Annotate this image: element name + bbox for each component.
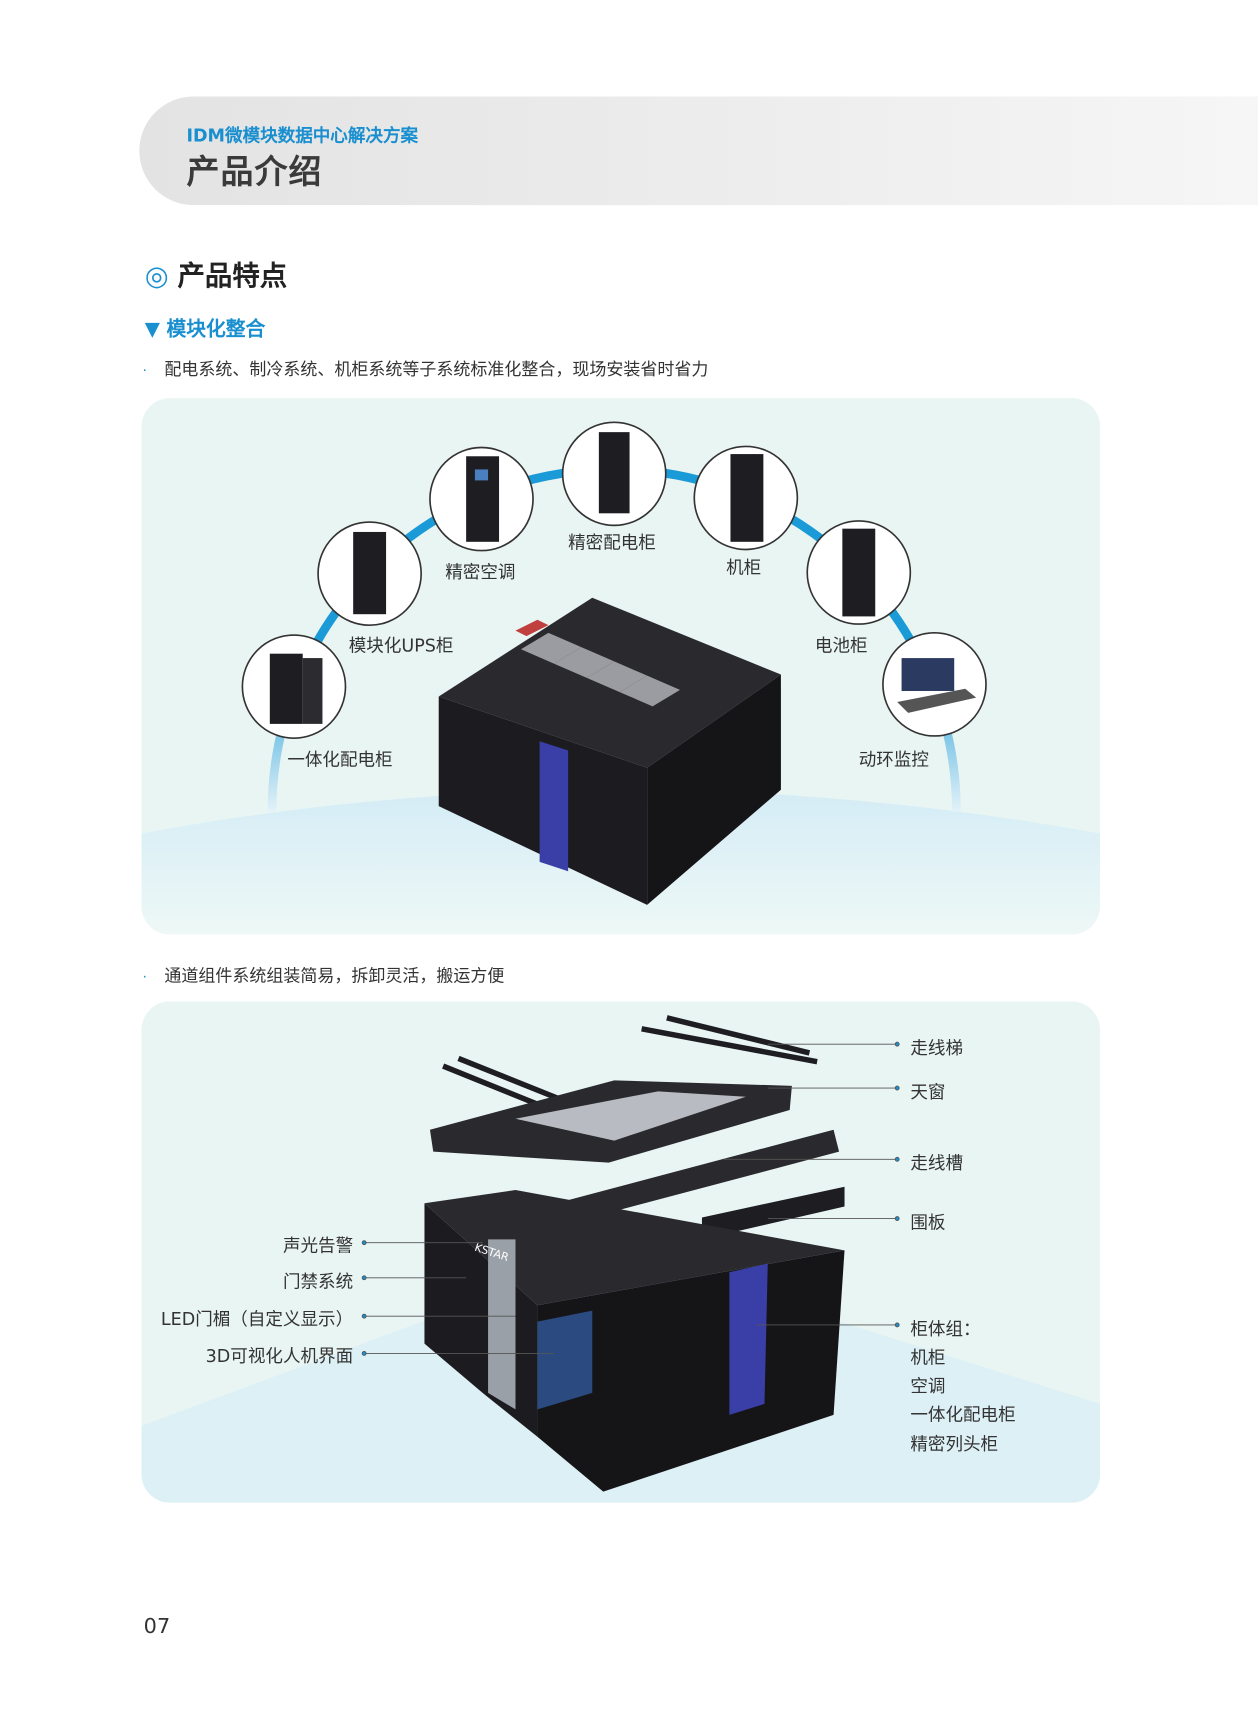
label-cabinet-group: 柜体组： [910, 1318, 981, 1340]
bullet-item: · 配电系统、制冷系统、机柜系统等子系统标准化整合，现场安装省时省力 [143, 356, 709, 380]
subsection-title: 模块化整合 [166, 318, 266, 342]
component-label: 精密配电柜 [568, 533, 656, 553]
exploded-module-illustration: KSTAR [424, 1015, 845, 1492]
diagram-illustration: 一体化配电柜 模块化UPS柜 精密空调 精密配电柜 机柜 电池柜 动环监控 [141, 421, 1101, 935]
section-heading: ◎产品特点 [145, 254, 287, 293]
component-label: 模块化UPS柜 [349, 636, 454, 656]
bullet-dot-icon: · [142, 969, 147, 985]
label-cable-ladder: 走线梯 [910, 1037, 964, 1059]
label-group-item: 精密列头柜 [910, 1433, 999, 1455]
page-number: 07 [143, 1614, 171, 1639]
label-skylight: 天窗 [910, 1081, 946, 1103]
bullet-text: 配电系统、制冷系统、机柜系统等子系统标准化整合，现场安装省时省力 [164, 359, 709, 380]
modular-integration-diagram: 一体化配电柜 模块化UPS柜 精密空调 精密配电柜 机柜 电池柜 动环监控 [141, 398, 1101, 935]
aisle-components-diagram: KSTAR 走线梯 天窗 走线槽 围板 柜体组： 机柜 空调 一体化配电柜 精密… [141, 1001, 1101, 1503]
label-panel: 围板 [910, 1211, 946, 1233]
component-label: 一体化配电柜 [287, 751, 392, 771]
header-subtitle: IDM微模块数据中心解决方案 [186, 125, 419, 146]
label-3d-hmi: 3D可视化人机界面 [205, 1345, 354, 1367]
label-alarm: 声光告警 [282, 1234, 354, 1256]
component-label: 动环监控 [859, 751, 929, 771]
component-label: 机柜 [726, 559, 761, 579]
label-led-lintel: LED门楣（自定义显示） [160, 1308, 354, 1330]
label-access-control: 门禁系统 [282, 1271, 354, 1293]
label-group-item: 机柜 [910, 1346, 946, 1368]
page-title: 产品介绍 [186, 153, 323, 192]
micro-module-illustration [438, 597, 781, 905]
subsection-heading: ▼模块化整合 [145, 314, 265, 343]
triangle-down-icon: ▼ [144, 318, 160, 342]
component-label: 精密空调 [445, 563, 515, 583]
header-band [139, 96, 1258, 206]
label-group-item: 空调 [910, 1375, 946, 1397]
label-cable-trough: 走线槽 [910, 1152, 964, 1174]
bullet-dot-icon: · [142, 363, 147, 379]
double-circle-icon: ◎ [144, 259, 169, 292]
label-group-item: 一体化配电柜 [910, 1403, 1016, 1425]
section-title: 产品特点 [177, 259, 288, 292]
bullet-item: · 通道组件系统组装简易，拆卸灵活，搬运方便 [143, 963, 505, 987]
component-label: 电池柜 [815, 636, 868, 656]
bullet-text: 通道组件系统组装简易，拆卸灵活，搬运方便 [164, 966, 505, 987]
exploded-illustration: KSTAR [141, 1015, 1101, 1503]
